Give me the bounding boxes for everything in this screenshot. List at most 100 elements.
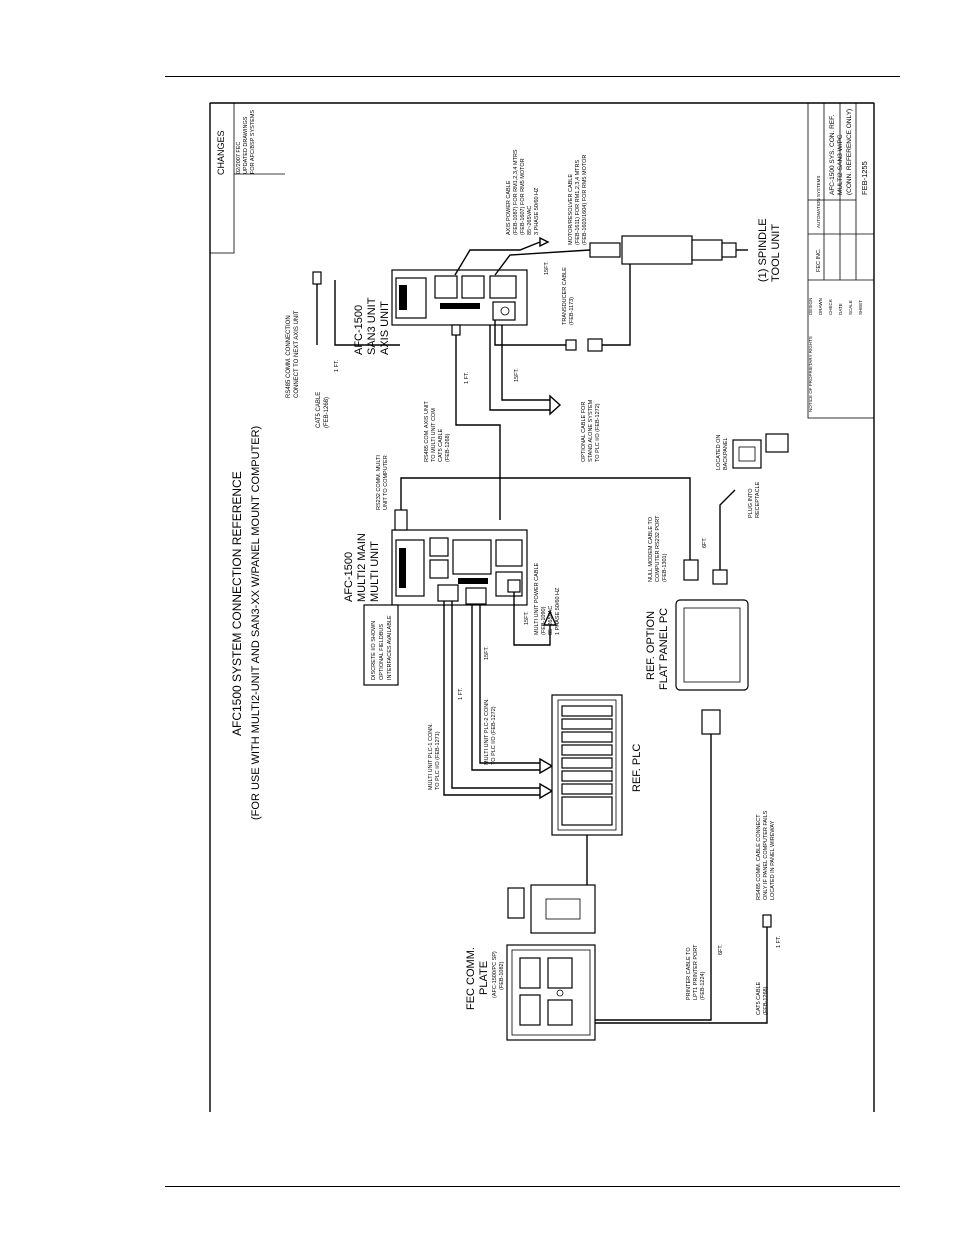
fec-plate-line1: FEC COMM.: [465, 947, 477, 1010]
cat5-bottom-line2: (FEB-1268): [763, 986, 769, 1015]
title-block-company: FEC INC.: [816, 248, 822, 272]
spindle-line1: (1) SPINDLE: [757, 218, 769, 282]
transducer-line1: TRANSDUCER CABLE: [562, 267, 568, 325]
revision-header: CHANGES: [216, 130, 226, 175]
plc1-line2: TO PLC I/O (FEB-1271): [435, 731, 441, 790]
flat-panel-line2: FLAT PANEL PC: [658, 608, 670, 690]
plc2-line2: TO PLC I/O (FEB-1272): [491, 706, 497, 765]
discrete-io-line3: INTERFACES AVAILABLE: [387, 615, 393, 680]
motor-resolver-line3: (FEB-1603/1604) FOR RM5 MOTOR: [582, 155, 588, 245]
len-1ft-axis: 1 FT.: [464, 371, 470, 384]
rs485-axis-line1: RS485 COM. AXIS UNIT: [424, 401, 430, 462]
printer-line3: (FEB-1224): [700, 971, 706, 1000]
plug-into-line2: RECEPTACLE: [755, 481, 761, 518]
san3-axis-unit: [391, 269, 528, 326]
ref-plc-label: REF. PLC: [631, 744, 643, 792]
len-15ft-optional: 15FT.: [514, 368, 520, 382]
rs485-next-connector: [312, 271, 322, 285]
title-block-row-sheet: SHEET: [858, 300, 863, 315]
flat-panel-pc: [675, 599, 749, 691]
axis-unit-line2: SAN3 UNIT: [366, 297, 378, 355]
multi2-main-unit: [391, 529, 528, 606]
title-block-dept: AUTOMATION SYSTEMS: [816, 176, 821, 228]
len-6ft-printer: 6FT.: [718, 944, 724, 955]
axis-power-line4: 85~265VAC: [527, 206, 533, 235]
len-1ft-bottom: 1 FT.: [776, 935, 782, 948]
title-block-drawing-title-1: AFC-1500 SYS. CON. REF.: [829, 115, 836, 195]
plc2-line1: MULTI UNIT PLC-2 CONN.: [484, 698, 490, 765]
printer-line2: LPT1 PRINTER PORT: [693, 944, 699, 1000]
len-15ft-axis: 15FT.: [544, 261, 550, 275]
axis-unit-line1: AFC-1500: [353, 305, 365, 355]
spindle-tool-unit: [587, 235, 748, 352]
title-block-drawing-title-3: (CONN. REFERENCE ONLY): [846, 109, 853, 195]
title-block-row-check: CHECK: [828, 299, 833, 315]
null-modem-line3: (FEB-1301): [662, 553, 668, 582]
rs485-axis-line2: TO MULTI UNIT COM: [431, 408, 437, 462]
rs485-bottom-line3: LOCATED IN PANEL WIREWAY: [770, 820, 776, 900]
sheet-subtitle: (FOR USE WITH MULTI2-UNIT AND SAN3-XX W/…: [250, 426, 262, 820]
bottom-rule: [165, 1186, 900, 1187]
revision-block: CHANGES 02/2007 FEC UPDATED DRAWINGS FOR…: [209, 102, 285, 254]
null-modem-line2: COMPUTER RS232 PORT: [655, 515, 661, 582]
main-unit-line3: MULTI UNIT: [369, 541, 381, 602]
motor-resolver-line1: MOTOR/RESOLVER CABLE: [568, 174, 574, 245]
main-unit-line1: AFC-1500: [343, 552, 355, 602]
main-unit-line2: MULTI2 MAIN: [356, 533, 368, 602]
multi-power-line2: (FEB-1090): [541, 606, 547, 635]
title-block-proprietary: NOTICE OF PROPRIETARY RIGHTS: [808, 336, 813, 412]
optional-line1: OPTIONAL CABLE FOR: [581, 402, 587, 462]
rs485-next-line2: CONNECT TO NEXT AXIS UNIT: [294, 310, 300, 398]
len-15ft-plc2: 15FT.: [484, 646, 490, 660]
multi-power-line3: 85~265VAC: [548, 606, 554, 635]
multi-power-line4: 1 PHASE 50/60 HZ: [555, 587, 561, 635]
fec-plate-line4: (FEB-1082): [499, 961, 505, 990]
rs232-line2: UNIT TO COMPUTER: [383, 455, 389, 510]
title-block-row-design: DESIGN: [808, 298, 813, 315]
rs485-bottom-line2: ONLY IF PANEL COMPUTER FAILS: [763, 810, 769, 900]
plug-into-line1: PLUG INTO: [748, 488, 754, 518]
len-1ft-plc1: 1 FT.: [458, 687, 464, 700]
title-block-row-scale: SCALE: [848, 300, 853, 315]
title-block-drawing-no: FEB-1255: [860, 161, 869, 195]
title-block: [807, 102, 875, 419]
backpanel-receptacle: [732, 433, 789, 469]
discrete-io-line2: OPTIONAL FIELDBUS: [379, 624, 385, 680]
title-block-drawing-title-2: MULTI2-SAN3 W/PC: [837, 134, 844, 195]
spindle-line2: TOOL UNIT: [770, 224, 782, 282]
multi-power-line1: MULTI UNIT POWER CABLE: [534, 562, 540, 635]
cat5-bottom-line1: CAT5 CABLE: [756, 981, 762, 1015]
cat5-top-length: 1 FT.: [334, 359, 340, 372]
discrete-io-note: [363, 604, 399, 686]
sheet-title: AFC1500 SYSTEM CONNECTION REFERENCE: [230, 471, 244, 736]
axis-unit-line3: AXIS UNIT: [379, 301, 391, 355]
fec-plate-line3: (AFC-1500/PC SP): [492, 951, 498, 998]
flat-panel-line1: REF. OPTION: [645, 611, 657, 680]
rs485-axis-line4: (FEB-1268): [445, 433, 451, 462]
fec-plate-line2: PLATE: [478, 961, 490, 995]
rs232-line1: RS232 COMM. MULTI: [376, 455, 382, 510]
top-rule: [165, 76, 900, 77]
axis-power-line3: (FEB-1607) FOR RM5 MOTOR: [520, 158, 526, 235]
title-block-row-date: DATE: [838, 303, 843, 315]
axis-power-line1: AXIS POWER CABLE: [506, 180, 512, 235]
optional-line2: STAND ALONE SYSTEM: [588, 399, 594, 462]
revision-line1: UPDATED DRAWINGS: [243, 116, 249, 174]
motor-resolver-line2: (FEB-1611) FOR RM1,2,3,4 MTRS: [575, 160, 581, 245]
plc1-line1: MULTI UNIT PLC-1 CONN.: [428, 723, 434, 790]
located-on-line1: LOCATED ON: [716, 435, 722, 470]
axis-power-line2: (FEB-1087) FOR RM1,2,3,4 MTRS: [513, 149, 519, 235]
len-6ft-null-modem: 6FT.: [702, 537, 708, 548]
len-15ft-power: 15FT.: [524, 611, 530, 625]
ref-plc-rack: [551, 694, 623, 836]
revision-line2: FOR AFC/BSP SYSTEMS: [250, 110, 256, 174]
discrete-io-line1: DISCRETE I/O SHOWN: [371, 621, 377, 680]
transducer-line2: (FEB-1173): [569, 297, 575, 325]
cat5-top-line2: (FEB-1268): [324, 397, 330, 428]
located-on-line2: BACKPANEL: [723, 437, 729, 470]
null-modem-line1: NULL MODEM CABLE TO: [648, 516, 654, 582]
plc-program-port: [530, 884, 596, 934]
rs485-axis-line3: CAT5 CABLE: [438, 428, 444, 462]
printer-line1: PRINTER CABLE TO: [686, 947, 692, 1000]
